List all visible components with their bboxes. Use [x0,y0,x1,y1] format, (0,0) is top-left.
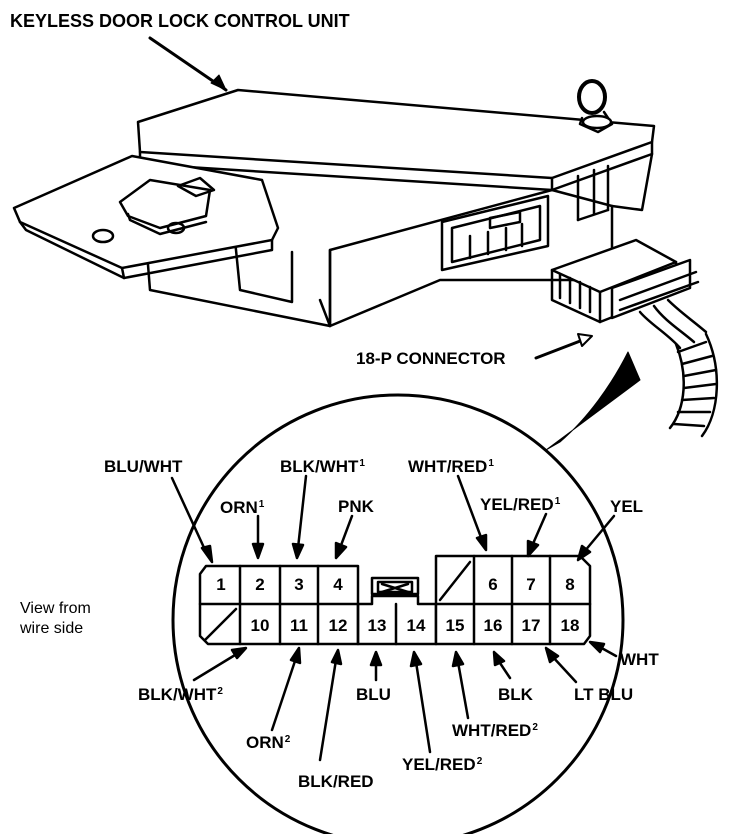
view-note-line1: View from [20,600,91,617]
pin-13: 13 [367,616,387,635]
harness-connector-illustration [550,238,719,438]
pin-16: 16 [483,616,503,635]
view-note: View from wire side [20,599,91,639]
wire-label-orn2: ORN2 [246,733,291,752]
wire-label-wht-red1: WHT/RED1 [408,457,494,476]
wire-label-pnk: PNK [338,497,374,516]
wire-label-blu-wht: BLU/WHT [104,457,183,476]
wire-label-yel-red2: YEL/RED2 [402,755,483,774]
pin-17: 17 [521,616,541,635]
pin-14: 14 [406,616,426,635]
unit-title: KEYLESS DOOR LOCK CONTROL UNIT [10,11,350,31]
pin-10: 10 [250,616,270,635]
pin-7: 7 [526,575,536,594]
wire-label-lt-blu: LT BLU [574,685,634,704]
connector-face [198,554,592,646]
wire-label-blk: BLK [498,685,533,704]
wire-label-blu: BLU [356,685,391,704]
pin-8: 8 [565,575,575,594]
wire-label-wht-red2: WHT/RED2 [452,721,538,740]
pin-6: 6 [488,575,498,594]
view-note-line2: wire side [20,620,84,637]
pin-12: 12 [328,616,348,635]
pin-2: 2 [255,575,265,594]
wire-label-orn1: ORN1 [220,498,265,517]
wire-label-yel-red1: YEL/RED1 [480,495,561,514]
wire-label-blk-red: BLK/RED [298,772,374,791]
control-unit-illustration [12,79,656,328]
connector-label: 18-P CONNECTOR [356,349,506,368]
pin-1: 1 [216,575,226,594]
pin-3: 3 [294,575,304,594]
wire-label-wht: WHT [620,650,659,669]
wire-leaders [170,474,618,762]
pin-11: 11 [290,616,308,635]
pin-18: 18 [560,616,580,635]
pin-4: 4 [333,575,343,594]
wire-label-blk-wht1: BLK/WHT1 [280,457,365,476]
wire-label-blk-wht2: BLK/WHT2 [138,685,223,704]
pin-15: 15 [445,616,465,635]
wire-label-yel: YEL [610,497,644,516]
